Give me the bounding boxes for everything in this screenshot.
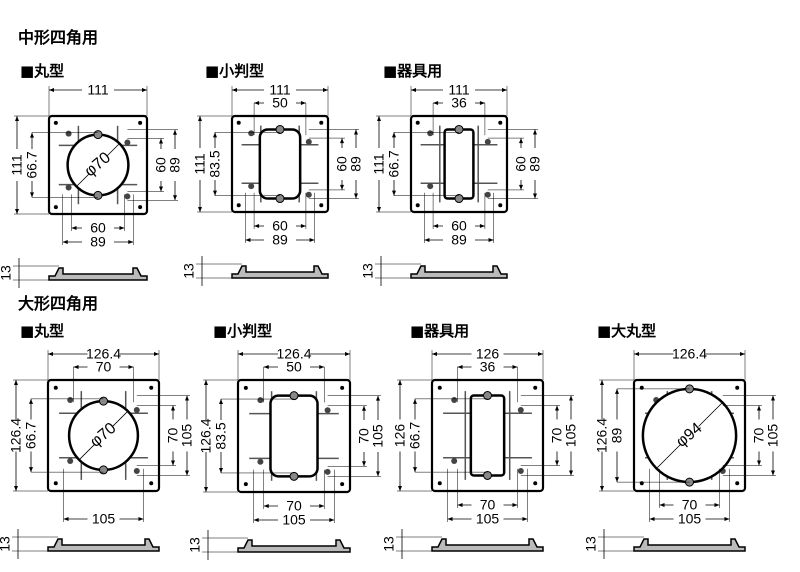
top-inner-dim: 36 (480, 359, 496, 375)
top-width-dim: 126.4 (276, 346, 311, 362)
right-inner-dim: 70 (165, 428, 181, 444)
right-outer-dim: 105 (563, 424, 579, 448)
bottom-outer-dim: 105 (476, 511, 500, 527)
side-height-dim: 13 (181, 263, 197, 279)
left-inner-dim: 66.7 (24, 151, 40, 178)
right-inner-dim: 60 (153, 157, 169, 173)
figure-title: ■器具用 (383, 62, 442, 80)
left-inner-dim: 83.5 (213, 422, 229, 449)
left-inner-dim: 66.7 (23, 422, 39, 449)
left-inner-dim: 83.5 (207, 150, 223, 177)
figure-title: ■丸型 (20, 322, 64, 340)
rectangular-opening (258, 128, 302, 200)
top-inner-dim: 36 (451, 95, 467, 111)
section-title-large: 大形四角用 (18, 294, 99, 313)
top-inner-dim: 50 (286, 359, 302, 375)
side-view: 13 (583, 529, 746, 559)
right-outer-dim: 105 (370, 424, 386, 448)
bottom-inner-dim: 70 (682, 497, 698, 513)
top-inner-dim: 50 (272, 95, 288, 111)
rectangular-opening (469, 394, 506, 477)
side-view: 13 (187, 530, 351, 560)
left-height-dim: 126 (392, 424, 408, 448)
right-inner-dim: 60 (334, 156, 350, 172)
bottom-outer-dim: 105 (678, 511, 702, 527)
figure-title: ■丸型 (20, 62, 64, 80)
left-height-dim: 126.4 (594, 418, 610, 453)
bottom-inner-dim: 70 (480, 497, 496, 513)
top-width-dim: 111 (448, 82, 469, 98)
left-inner-dim: 66.7 (407, 422, 423, 449)
side-height-dim: 13 (360, 263, 376, 279)
right-outer-dim: 105 (765, 424, 781, 448)
left-inner-dim: 89 (609, 428, 625, 444)
side-height-dim: 13 (187, 537, 203, 553)
left-height-dim: 126.4 (198, 418, 214, 453)
bottom-inner-dim: 60 (272, 218, 288, 234)
top-width-dim: 126 (476, 346, 500, 362)
side-view: 13 (360, 256, 508, 286)
bottom-outer-dim: 105 (282, 512, 306, 528)
top-width-dim: 126.4 (86, 346, 121, 362)
bottom-outer-dim: 89 (90, 234, 106, 250)
top-width-dim: 111 (269, 82, 290, 98)
left-height-dim: 111 (371, 153, 387, 174)
right-outer-dim: 89 (348, 156, 364, 172)
left-inner-dim: 66.7 (386, 150, 402, 177)
side-view: 13 (181, 256, 329, 286)
figure-title: ■器具用 (410, 322, 469, 340)
bottom-outer-dim: 105 (92, 511, 116, 527)
right-inner-dim: 70 (751, 428, 767, 444)
bottom-outer-dim: 89 (451, 232, 467, 248)
rectangular-opening (269, 394, 319, 478)
bottom-inner-dim: 60 (90, 220, 106, 236)
right-outer-dim: 89 (527, 156, 543, 172)
figure-title: ■小判型 (205, 62, 264, 80)
side-height-dim: 13 (381, 536, 397, 552)
figure-title: ■大丸型 (597, 322, 656, 340)
side-height-dim: 13 (0, 265, 14, 281)
bottom-inner-dim: 60 (451, 218, 467, 234)
left-height-dim: 126.4 (8, 418, 24, 453)
right-inner-dim: 70 (356, 428, 372, 444)
left-height-dim: 111 (9, 154, 25, 175)
top-width-dim: 126.4 (672, 346, 707, 362)
left-height-dim: 111 (192, 153, 208, 174)
right-outer-dim: 105 (179, 424, 195, 448)
top-width-dim: 111 (87, 82, 108, 98)
side-view: 13 (381, 529, 544, 559)
side-view: 13 (0, 258, 148, 288)
side-height-dim: 13 (0, 536, 13, 552)
bottom-outer-dim: 89 (272, 232, 288, 248)
right-inner-dim: 70 (549, 428, 565, 444)
bottom-inner-dim: 70 (286, 498, 302, 514)
figure-title: ■小判型 (213, 322, 272, 340)
right-inner-dim: 60 (513, 156, 529, 172)
right-outer-dim: 89 (167, 157, 183, 173)
top-inner-dim: 70 (96, 359, 112, 375)
section-title-medium: 中形四角用 (18, 28, 99, 47)
side-height-dim: 13 (583, 536, 599, 552)
side-view: 13 (0, 529, 160, 559)
rectangular-opening (443, 128, 475, 200)
